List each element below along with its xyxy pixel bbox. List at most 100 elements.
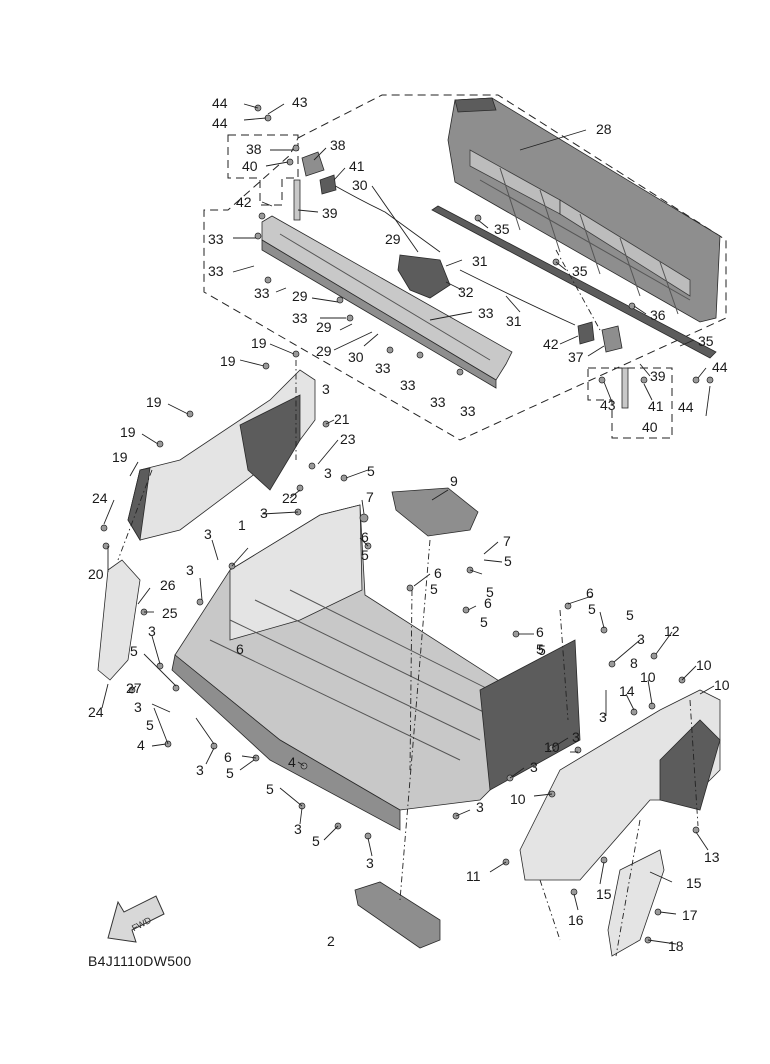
callout: 6 <box>434 565 442 581</box>
callout-numbers: 1 2 3 3 3 3 3 3 3 3 3 3 3 3 3 3 3 4 4 5 … <box>88 94 730 954</box>
callout: 3 <box>476 799 484 815</box>
callout: 25 <box>162 605 178 621</box>
callout: 19 <box>120 424 136 440</box>
callout: 42 <box>543 336 559 352</box>
callout: 41 <box>349 158 365 174</box>
callout: 39 <box>322 205 338 221</box>
callout: 6 <box>586 585 594 601</box>
callout: 5 <box>538 642 546 658</box>
callout: 6 <box>236 641 244 657</box>
striker-right <box>577 321 595 345</box>
callout: 5 <box>130 643 138 659</box>
right-fender <box>519 689 721 881</box>
callout: 5 <box>367 463 375 479</box>
callout: 19 <box>251 335 267 351</box>
callout: 44 <box>678 399 694 415</box>
callout: 21 <box>334 411 350 427</box>
callout: 38 <box>246 141 262 157</box>
callout: 13 <box>704 849 720 865</box>
callout: 27 <box>126 680 142 696</box>
callout: 15 <box>686 875 702 891</box>
callout: 35 <box>494 221 510 237</box>
bed-cover-plate <box>391 487 479 537</box>
callout: 19 <box>112 449 128 465</box>
callout: 3 <box>148 623 156 639</box>
callout: 41 <box>648 398 664 414</box>
callout: 35 <box>698 333 714 349</box>
callout: 5 <box>536 641 544 657</box>
callout: 33 <box>208 263 224 279</box>
tailgate-panel <box>447 97 721 323</box>
callout: 24 <box>92 490 108 506</box>
callout: 33 <box>375 360 391 376</box>
callout: 33 <box>208 231 224 247</box>
callout: 5 <box>504 553 512 569</box>
callout: 3 <box>530 759 538 775</box>
callout: 23 <box>340 431 356 447</box>
callout: 10 <box>696 657 712 673</box>
callout: 22 <box>282 490 298 506</box>
callout: 12 <box>664 623 680 639</box>
callout: 10 <box>544 739 560 755</box>
callout: 31 <box>472 253 488 269</box>
callout: 33 <box>478 305 494 321</box>
tailgate-group-outline <box>203 94 727 441</box>
callout: 44 <box>212 95 228 111</box>
callout: 43 <box>600 397 616 413</box>
callout: 24 <box>88 704 104 720</box>
callout: 28 <box>596 121 612 137</box>
callout: 6 <box>484 595 492 611</box>
callout: 30 <box>348 349 364 365</box>
callout: 40 <box>642 419 658 435</box>
callout: 5 <box>146 717 154 733</box>
callout: 5 <box>430 581 438 597</box>
callout: 5 <box>312 833 320 849</box>
callout: 31 <box>506 313 522 329</box>
right-latch-group-outline <box>587 367 673 439</box>
fwd-arrow-icon: FWD <box>107 895 165 943</box>
callout: 7 <box>503 533 511 549</box>
callout: 43 <box>292 94 308 110</box>
cable-right <box>459 269 576 326</box>
callout: 20 <box>88 566 104 582</box>
callout: 10 <box>714 677 730 693</box>
callout: 3 <box>186 562 194 578</box>
callout: 3 <box>322 381 330 397</box>
latch-mechanism <box>397 254 451 299</box>
callout: 33 <box>292 310 308 326</box>
callout: 33 <box>460 403 476 419</box>
callout: 3 <box>599 709 607 725</box>
callout: 42 <box>236 194 252 210</box>
callout: 4 <box>137 737 145 753</box>
callout: 26 <box>160 577 176 593</box>
callout: 17 <box>682 907 698 923</box>
callout: 29 <box>292 288 308 304</box>
callout: 5 <box>626 607 634 623</box>
tailgate-frame <box>261 215 513 389</box>
callout: 29 <box>316 343 332 359</box>
callout: 15 <box>596 886 612 902</box>
cargo-bed <box>171 504 581 831</box>
callout: 3 <box>324 465 332 481</box>
callout: 35 <box>572 263 588 279</box>
callout: 29 <box>316 319 332 335</box>
callout: 19 <box>220 353 236 369</box>
alignment-lines <box>117 249 699 957</box>
callout: 38 <box>330 137 346 153</box>
callout: 6 <box>224 749 232 765</box>
callout: 10 <box>510 791 526 807</box>
callout: 40 <box>242 158 258 174</box>
callout: 29 <box>385 231 401 247</box>
callout: 16 <box>568 912 584 928</box>
callout: 3 <box>294 821 302 837</box>
callout: 5 <box>588 601 596 617</box>
callout: 7 <box>366 489 374 505</box>
callout: 18 <box>668 938 684 954</box>
callout: 14 <box>619 683 635 699</box>
latch-right <box>601 325 623 353</box>
callout: 5 <box>266 781 274 797</box>
callout: 3 <box>572 729 580 745</box>
callout: 5 <box>361 547 369 563</box>
callout: 5 <box>480 614 488 630</box>
